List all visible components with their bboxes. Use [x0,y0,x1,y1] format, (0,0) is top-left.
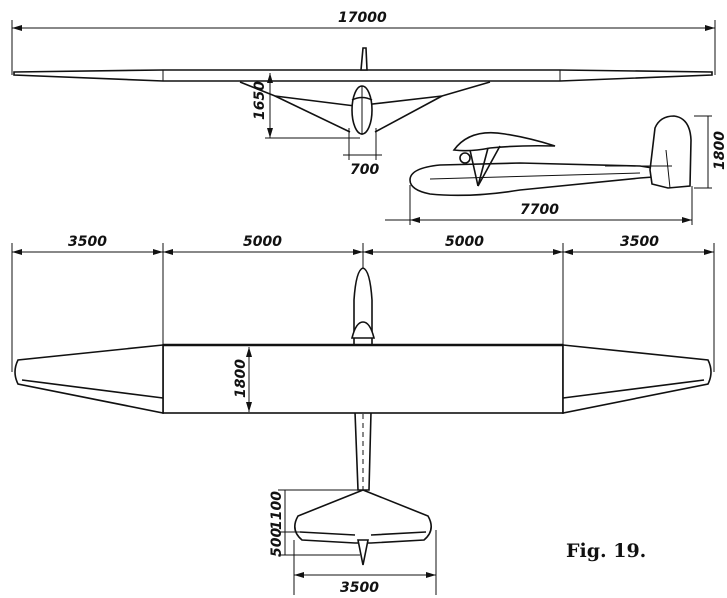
top-outer-right-label: 3500 [620,234,659,250]
side-fuselage [409,162,667,197]
top-left-aileron [21,379,164,399]
top-view: 3500 5000 5000 3500 1800 1100 500 [11,234,715,596]
tail-span-label: 3500 [340,580,379,596]
side-strut [469,149,479,187]
front-strut-diagonal [274,95,351,133]
top-left-outer-wing [14,344,164,414]
side-height-label: 1800 [712,131,727,170]
arrow-up [246,347,252,357]
tail-chord-label: 1100 [269,491,285,530]
side-wing-profile [452,131,556,152]
arrow-left [410,217,420,223]
arrow-left [12,25,22,31]
arrow-down [267,128,273,138]
arrow-right [353,249,363,255]
front-span-label: 17000 [338,10,387,26]
front-height-label: 1650 [252,81,268,120]
side-strut [477,147,489,187]
front-fin [360,47,368,71]
arrow-right [553,249,563,255]
figure-label: Fig. 19. [566,540,646,562]
top-inner-right-label: 5000 [445,234,484,250]
arrow-right [704,249,714,255]
arrow-left [163,249,173,255]
top-cockpit [350,321,376,339]
top-inner-left-label: 5000 [243,234,282,250]
top-tailplane [294,489,432,544]
arrow-left [563,249,573,255]
side-strut [477,145,501,187]
top-right-aileron [562,379,705,399]
side-view: 7700 1800 [385,115,727,225]
tail-elevator-label: 500 [269,528,285,557]
top-elevator-hinge [299,531,427,536]
front-view: 17000 1650 700 [11,10,716,178]
arrow-left [12,249,22,255]
top-chord-label: 1800 [233,359,249,398]
front-wing [13,69,713,82]
pilot-head [459,152,471,164]
top-outer-left-label: 3500 [68,234,107,250]
arrow-right [426,572,436,578]
arrow-left [363,249,373,255]
front-strut-diagonal [374,95,443,133]
arrow-right [705,25,715,31]
top-rudder [357,539,369,566]
arrow-down [246,402,252,412]
side-tail-fin [649,115,692,189]
front-width-label: 700 [350,162,379,178]
side-length-label: 7700 [520,202,559,218]
side-fuselage-line [429,172,641,180]
arrow-up [267,73,273,83]
rudder-hinge [665,149,671,189]
arrow-right [153,249,163,255]
top-right-outer-wing [562,344,712,414]
arrow-left [294,572,304,578]
top-center-wing [162,344,564,414]
arrow-right [682,217,692,223]
